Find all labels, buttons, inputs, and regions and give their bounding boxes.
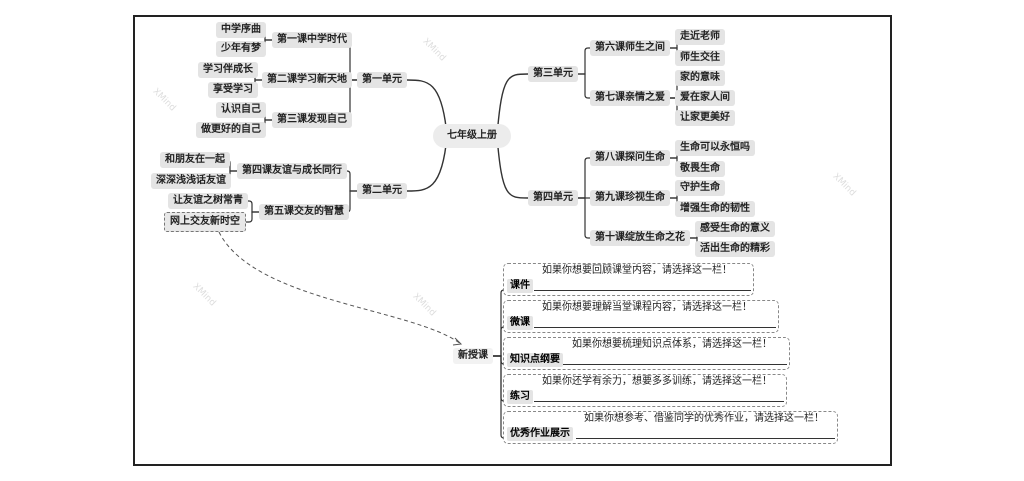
unit-node[interactable]: 第二单元 — [357, 183, 407, 199]
row-underline — [562, 363, 787, 365]
connector — [578, 73, 590, 99]
resource-row-practice[interactable]: 如果你还学有余力，想要多多训练，请选择这一栏！ 练习 — [503, 374, 787, 407]
lesson-node[interactable]: 第五课交友的智慧 — [259, 204, 349, 220]
connector — [246, 211, 259, 223]
lesson-node[interactable]: 第二课学习新天地 — [262, 72, 352, 88]
topic-node[interactable]: 少年有梦 — [216, 41, 266, 57]
topic-node[interactable]: 和朋友在一起 — [160, 152, 230, 168]
lesson-node[interactable]: 第三课发现自己 — [272, 112, 352, 128]
topic-node[interactable]: 走近老师 — [675, 29, 725, 45]
connector — [578, 197, 590, 239]
lesson-node[interactable]: 第七课亲情之爱 — [590, 90, 670, 106]
resource-row-outline[interactable]: 如果你想要梳理知识点体系，请选择这一栏！ 知识点纲要 — [503, 337, 790, 370]
root-link — [406, 79, 448, 137]
connector — [346, 170, 357, 192]
topic-node[interactable]: 守护生命 — [675, 180, 725, 196]
topic-node[interactable]: 爱在家人间 — [675, 90, 735, 106]
lesson-node[interactable]: 第十课绽放生命之花 — [590, 230, 690, 246]
unit-node[interactable]: 第三单元 — [528, 66, 578, 82]
topic-node-linked[interactable]: 网上交友新时空 — [164, 212, 246, 232]
topic-node[interactable]: 让家更美好 — [675, 110, 735, 126]
arrowhead-icon — [452, 337, 463, 346]
relationship-arrow — [218, 231, 462, 345]
row-label: 微课 — [507, 316, 533, 330]
row-description: 如果你想要回顾课堂内容，请选择这一栏！ — [542, 265, 732, 276]
row-description: 如果你想参考、借鉴同学的优秀作业，请选择这一栏！ — [584, 413, 824, 424]
resource-row-courseware[interactable]: 如果你想要回顾课堂内容，请选择这一栏！ 课件 — [503, 263, 754, 296]
root-link — [496, 73, 529, 137]
row-underline — [534, 289, 751, 291]
topic-node[interactable]: 学习伴成长 — [198, 62, 258, 78]
root-link — [496, 135, 529, 199]
topic-node[interactable]: 深深浅浅话友谊 — [151, 173, 231, 189]
topic-node[interactable]: 做更好的自己 — [196, 122, 266, 138]
new-lesson-node[interactable]: 新授课 — [453, 348, 493, 364]
row-underline — [534, 400, 784, 402]
row-label: 练习 — [507, 390, 533, 404]
topic-node[interactable]: 感受生命的意义 — [695, 221, 775, 237]
lesson-node[interactable]: 第八课探问生命 — [590, 150, 670, 166]
row-underline — [576, 437, 835, 439]
topic-node[interactable]: 活出生命的精彩 — [695, 241, 775, 257]
topic-node[interactable]: 让友谊之树常青 — [168, 193, 248, 209]
unit-node[interactable]: 第一单元 — [357, 72, 407, 88]
row-description: 如果你想要理解当堂课程内容，请选择这一栏！ — [542, 302, 752, 313]
root-link — [406, 135, 448, 192]
topic-node[interactable]: 认识自己 — [216, 102, 266, 118]
topic-node[interactable]: 增强生命的韧性 — [675, 201, 755, 217]
lesson-node[interactable]: 第九课珍视生命 — [590, 190, 670, 206]
connector — [578, 157, 590, 199]
root-node[interactable]: 七年级上册 — [433, 124, 511, 148]
topic-node[interactable]: 师生交往 — [675, 50, 725, 66]
row-label: 课件 — [507, 279, 533, 293]
row-label: 优秀作业展示 — [507, 427, 573, 441]
lesson-node[interactable]: 第四课友谊与成长同行 — [237, 163, 347, 179]
topic-node[interactable]: 中学序曲 — [216, 22, 266, 38]
unit-node[interactable]: 第四单元 — [528, 190, 578, 206]
topic-node[interactable]: 享受学习 — [208, 82, 258, 98]
connector — [248, 200, 259, 213]
row-label: 知识点纲要 — [507, 353, 563, 367]
connector — [578, 47, 590, 75]
resource-row-homework[interactable]: 如果你想参考、借鉴同学的优秀作业，请选择这一栏！ 优秀作业展示 — [503, 411, 838, 444]
row-underline — [534, 326, 776, 328]
topic-node[interactable]: 家的意味 — [675, 70, 725, 86]
topic-node[interactable]: 敬畏生命 — [675, 161, 725, 177]
lesson-node[interactable]: 第六课师生之间 — [590, 40, 670, 56]
topic-node[interactable]: 生命可以永恒吗 — [675, 140, 755, 156]
row-description: 如果你还学有余力，想要多多训练，请选择这一栏！ — [542, 376, 772, 387]
row-description: 如果你想要梳理知识点体系，请选择这一栏！ — [572, 339, 772, 350]
lesson-node[interactable]: 第一课中学时代 — [272, 32, 352, 48]
resource-row-microlesson[interactable]: 如果你想要理解当堂课程内容，请选择这一栏！ 微课 — [503, 300, 779, 333]
